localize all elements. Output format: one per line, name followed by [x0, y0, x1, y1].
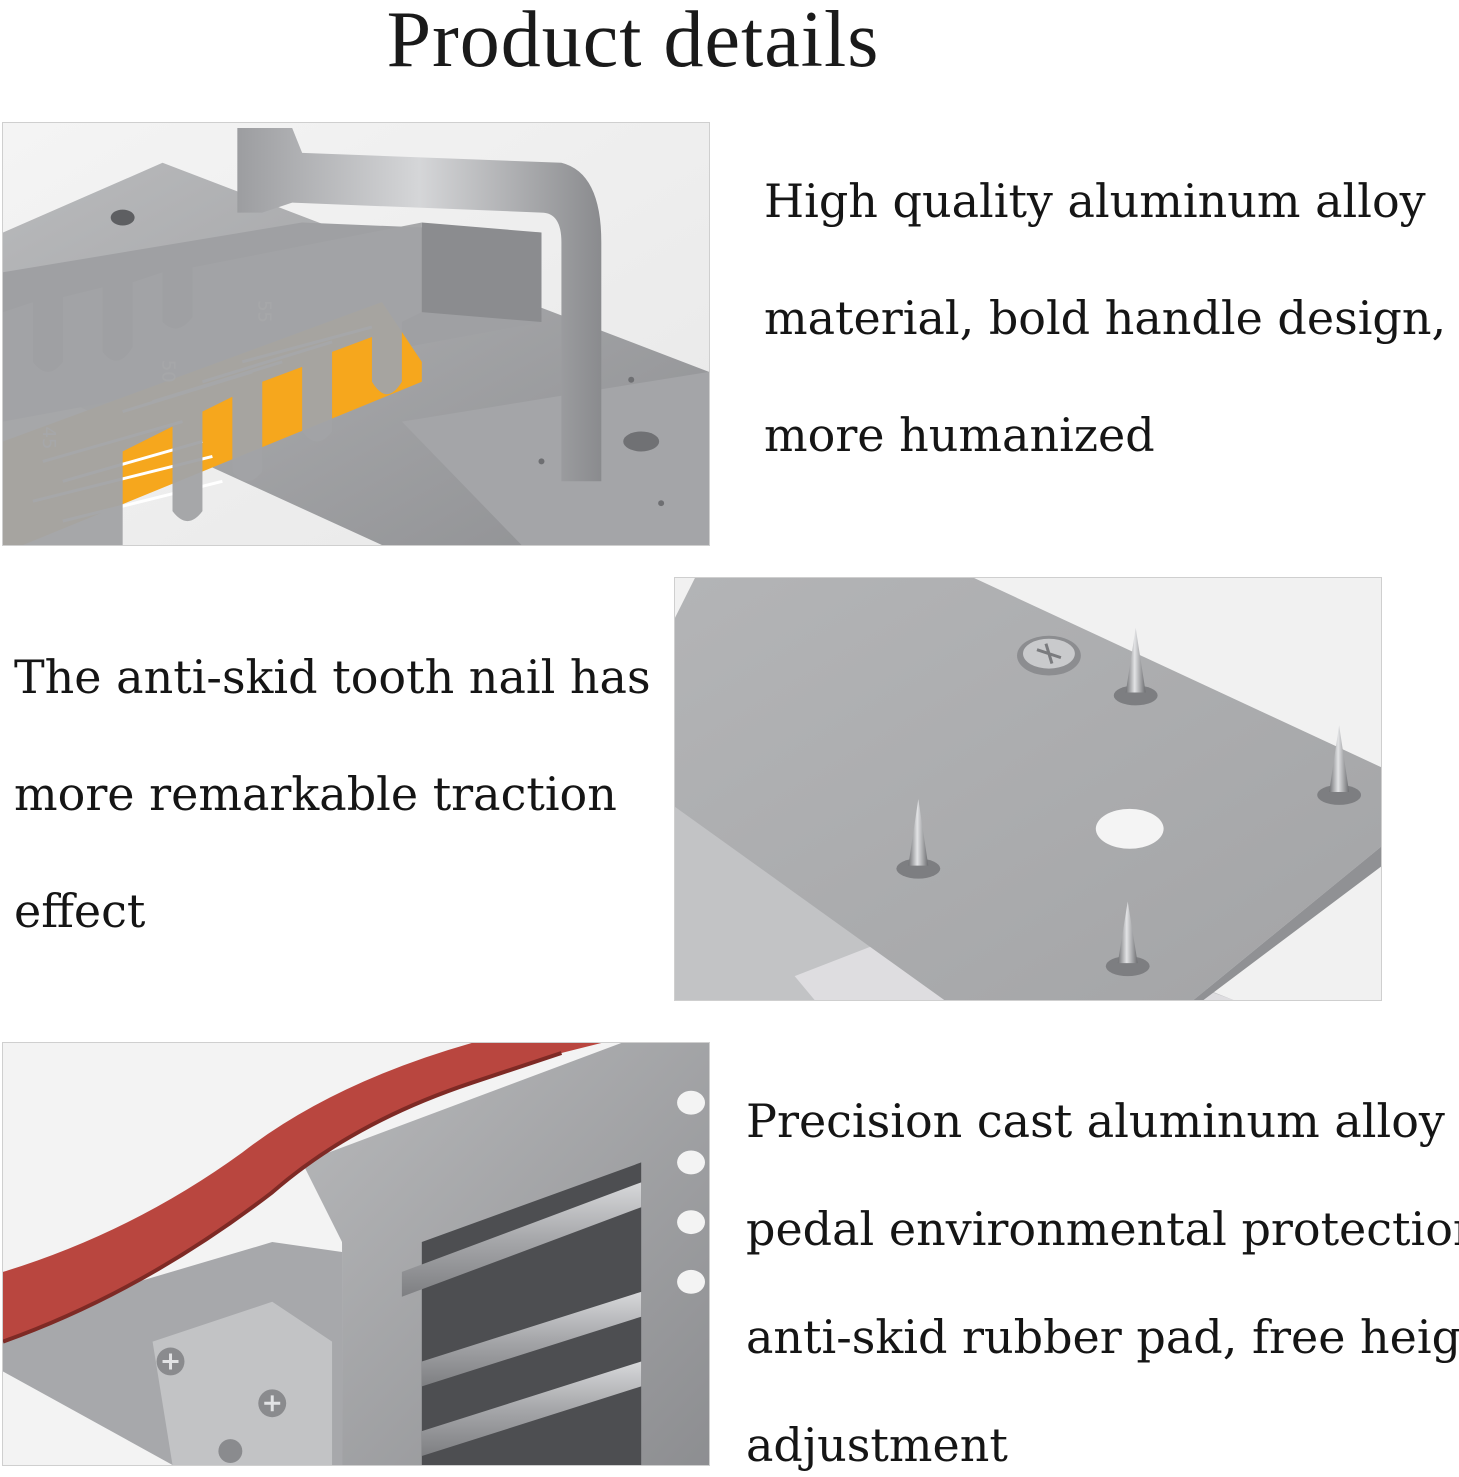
handle-photo-graphic: 55 50 45	[3, 123, 709, 545]
description-line: Precision cast aluminum alloy	[746, 1094, 1445, 1148]
description-line: effect	[14, 884, 146, 938]
description-line: The anti-skid tooth nail has	[14, 650, 651, 704]
product-photo-handle: 55 50 45	[2, 122, 710, 546]
description-line: adjustment	[746, 1418, 1008, 1472]
pedal-photo-graphic	[3, 1043, 709, 1465]
description-line: pedal environmental protection	[746, 1202, 1459, 1256]
page-title: Product details	[386, 0, 880, 84]
description-line: High quality aluminum alloy	[764, 174, 1426, 228]
description-line: anti-skid rubber pad, free height	[746, 1310, 1459, 1364]
product-photo-spikes	[674, 577, 1382, 1001]
description-line: more humanized	[764, 408, 1155, 462]
spikes-photo-graphic	[675, 578, 1381, 1000]
spike-group	[896, 627, 1362, 977]
description-line: more remarkable traction	[14, 767, 617, 821]
product-photo-pedal	[2, 1042, 710, 1466]
description-line: material, bold handle design,	[764, 291, 1447, 345]
